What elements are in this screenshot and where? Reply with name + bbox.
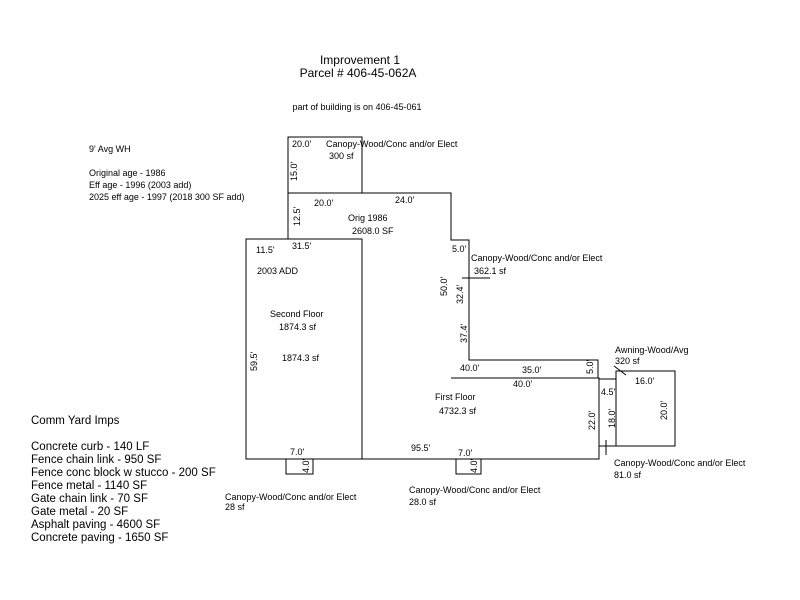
dim-label: 32.4' bbox=[455, 284, 465, 304]
dim-label: 16.0' bbox=[635, 376, 655, 386]
canopy-bottom-mid-name: Canopy-Wood/Conc and/or Elect bbox=[409, 485, 541, 495]
yard-imp-item: Fence chain link - 950 SF bbox=[31, 454, 161, 466]
canopy-right-name: Canopy-Wood/Conc and/or Elect bbox=[471, 253, 603, 263]
canopy-bottom-right-name: Canopy-Wood/Conc and/or Elect bbox=[614, 458, 746, 468]
dim-label: 5.0' bbox=[585, 359, 595, 374]
canopy-top-name: Canopy-Wood/Conc and/or Elect bbox=[326, 139, 458, 149]
canopy-right-size: 362.1 sf bbox=[474, 266, 507, 276]
second-floor-size: 1874.3 sf bbox=[279, 322, 317, 332]
parcel-number: Parcel # 406-45-062A bbox=[300, 66, 417, 80]
dim-label: 95.5' bbox=[411, 443, 431, 453]
parcel-note: part of building is on 406-45-061 bbox=[292, 102, 421, 112]
dim-label: 24.0' bbox=[395, 195, 415, 205]
dim-label: 37.4' bbox=[459, 323, 469, 343]
dim-label: 20.0' bbox=[314, 198, 334, 208]
canopy-bottom-mid-outline bbox=[455, 458, 482, 475]
canopy-bottom-right-size: 81.0 sf bbox=[614, 470, 642, 480]
dim-label: 4.0' bbox=[469, 458, 479, 473]
yard-imp-item: Concrete curb - 140 LF bbox=[31, 441, 149, 453]
dim-label: 11.5' bbox=[256, 245, 275, 255]
awning-size: 320 sf bbox=[615, 356, 640, 366]
orig-area-size: 2608.0 SF bbox=[352, 226, 394, 236]
original-age-note: Original age - 1986 bbox=[89, 168, 166, 178]
second-floor-name: Second Floor bbox=[270, 309, 324, 319]
dim-label: 5.0' bbox=[452, 244, 467, 254]
yard-imp-item: Fence conc block w stucco - 200 SF bbox=[31, 467, 216, 479]
dim-label: 59.5' bbox=[249, 351, 259, 371]
yard-imp-item: Concrete paving - 1650 SF bbox=[31, 532, 168, 544]
wall-height-note: 9' Avg WH bbox=[89, 144, 131, 154]
awning-leader bbox=[613, 365, 627, 376]
dim-label: 50.0' bbox=[439, 276, 449, 296]
dim-label: 4.5' bbox=[601, 387, 616, 397]
dim-label: 7.0' bbox=[458, 448, 473, 458]
dim-label: 20.0' bbox=[292, 139, 312, 149]
yard-imp-item: Gate chain link - 70 SF bbox=[31, 493, 148, 505]
yard-imps-list: Comm Yard Imps Concrete curb - 140 LFFen… bbox=[31, 415, 216, 544]
first-floor-size: 4732.3 sf bbox=[439, 406, 477, 416]
sketch-title: Improvement 1 bbox=[320, 53, 400, 67]
dim-label: 18.0' bbox=[607, 408, 617, 428]
yard-imp-item: Gate metal - 20 SF bbox=[31, 506, 128, 518]
canopy-bottom-left-size: 28 sf bbox=[225, 502, 245, 512]
dim-label: 12.5' bbox=[292, 206, 302, 226]
first-floor-name: First Floor bbox=[435, 392, 476, 402]
dim-label: 22.0' bbox=[587, 410, 597, 430]
yard-imps-title: Comm Yard Imps bbox=[31, 415, 120, 427]
dim-label: 35.0' bbox=[522, 365, 542, 375]
dim-label: 4.0' bbox=[301, 458, 311, 473]
addition-area-name: 2003 ADD bbox=[257, 266, 299, 276]
canopy-bottom-mid-size: 28.0 sf bbox=[409, 497, 437, 507]
awning-name: Awning-Wood/Avg bbox=[615, 345, 689, 355]
dim-label: 20.0' bbox=[659, 400, 669, 420]
canopy-bottom-left-outline bbox=[285, 458, 314, 475]
yard-imp-item: Fence metal - 1140 SF bbox=[31, 480, 147, 492]
dim-label: 40.0' bbox=[460, 363, 480, 373]
canopy-top-size: 300 sf bbox=[329, 151, 354, 161]
canopy-bottom-right-outline bbox=[598, 378, 617, 447]
orig-area-name: Orig 1986 bbox=[348, 213, 388, 223]
dim-label: 7.0' bbox=[290, 447, 305, 457]
dim-label: 15.0' bbox=[289, 161, 299, 181]
eff-age-2025-note: 2025 eff age - 1997 (2018 300 SF add) bbox=[89, 192, 244, 202]
eff-age-note: Eff age - 1996 (2003 add) bbox=[89, 180, 191, 190]
second-floor-size-2: 1874.3 sf bbox=[282, 353, 320, 363]
yard-imp-item: Asphalt paving - 4600 SF bbox=[31, 519, 160, 531]
dim-label: 40.0' bbox=[513, 379, 533, 389]
canopy-bottom-left-name: Canopy-Wood/Conc and/or Elect bbox=[225, 492, 357, 502]
dim-label: 31.5' bbox=[292, 241, 312, 251]
